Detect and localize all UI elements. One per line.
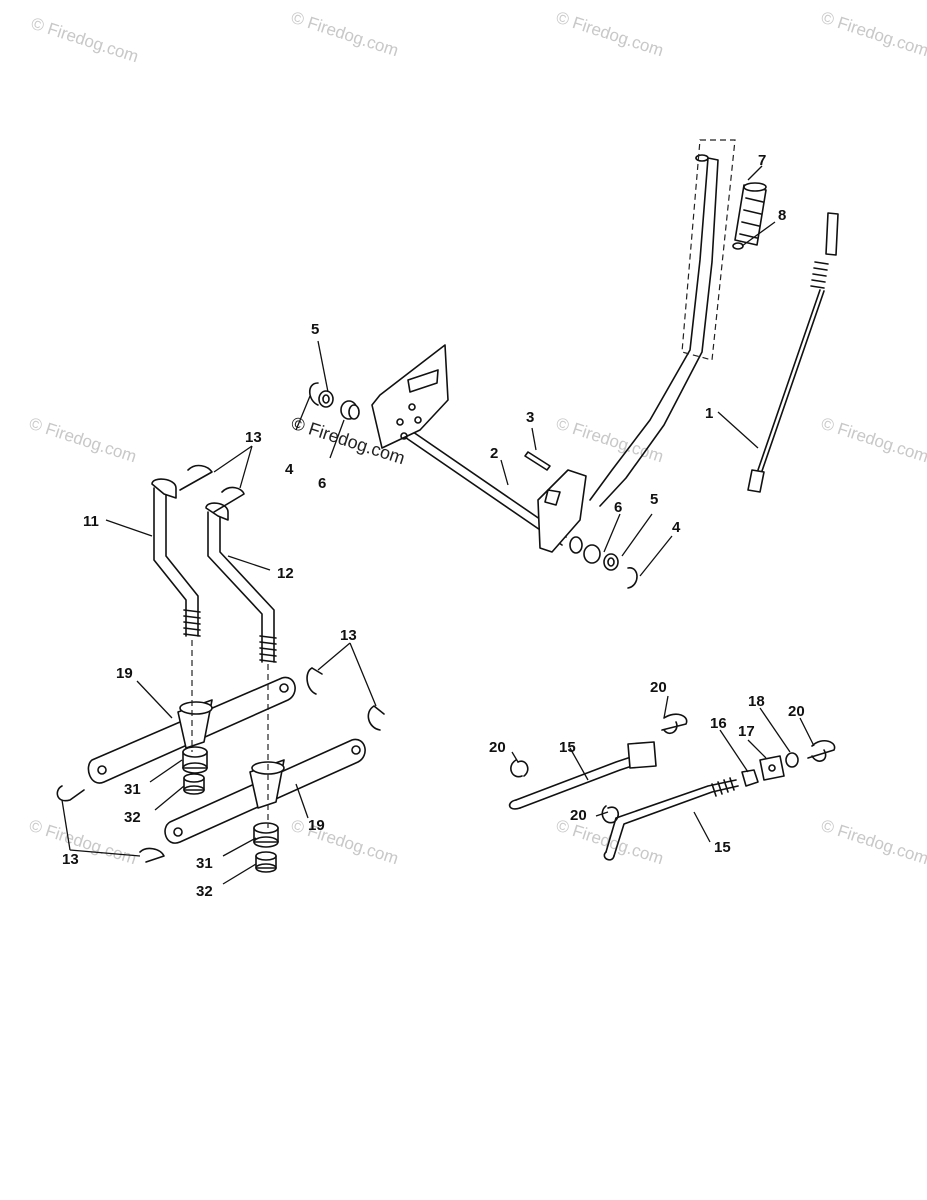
callout-15-upper: 15	[559, 739, 576, 756]
callout-31-lower: 31	[196, 855, 213, 872]
callout-12: 12	[277, 565, 294, 582]
callout-6-right: 6	[614, 499, 622, 516]
trunnion-washer	[785, 752, 799, 768]
bow-clip-top	[661, 713, 688, 735]
link-clip-right	[213, 486, 245, 513]
callout-labels: 7 8 1 2 3 5 4 6 6 5 4 13 11 12 13 19 31 …	[62, 152, 805, 900]
hairpin-clip-upper-right	[306, 667, 323, 695]
left-clip	[308, 382, 319, 406]
watermark: © Firedog.com	[27, 816, 139, 869]
callout-5-right: 5	[650, 491, 658, 508]
callout-13-left: 13	[62, 851, 79, 868]
callout-13-top: 13	[245, 429, 262, 446]
alignment-lines	[191, 640, 269, 828]
arm-bushing-upper	[182, 746, 208, 774]
jam-nut	[741, 769, 759, 787]
watermark: © Firedog.com	[289, 8, 401, 61]
deck-rod-upper	[508, 741, 657, 810]
bow-clip-bottom	[601, 805, 620, 824]
hairpin-clip-bottom	[139, 847, 165, 863]
callout-3: 3	[526, 409, 534, 426]
bow-clip-left	[510, 759, 529, 778]
callout-19-upper: 19	[116, 665, 133, 682]
deck-rod-lower	[603, 777, 739, 861]
callout-17: 17	[738, 723, 755, 740]
callout-13-right: 13	[340, 627, 357, 644]
callout-4-left: 4	[285, 461, 294, 478]
callout-20-right: 20	[788, 703, 805, 720]
callout-20-bottom: 20	[570, 807, 587, 824]
lift-rod	[747, 212, 839, 493]
bow-clip-right	[807, 739, 836, 762]
arm-spacer-upper	[183, 773, 205, 795]
right-washer	[603, 553, 619, 571]
left-bushing	[340, 400, 360, 420]
callout-19-lower: 19	[308, 817, 325, 834]
arm-spacer-lower	[255, 851, 277, 873]
lift-handle-lever	[589, 139, 736, 507]
lift-link-right	[205, 502, 277, 663]
callout-20-top: 20	[650, 679, 667, 696]
callout-11: 11	[83, 513, 99, 530]
watermark: © Firedog.com	[27, 414, 139, 467]
lever-bracket	[537, 469, 587, 553]
callout-32-lower: 32	[196, 883, 213, 900]
callout-15-lower: 15	[714, 839, 731, 856]
callout-32-upper: 32	[124, 809, 141, 826]
callout-8: 8	[778, 207, 786, 224]
right-clip	[627, 567, 638, 589]
clevis-pin	[524, 451, 551, 471]
link-clip-left	[179, 464, 213, 491]
callout-31-upper: 31	[124, 781, 141, 798]
right-bushing	[569, 536, 601, 564]
leader-lines	[61, 165, 815, 885]
callout-4-right: 4	[672, 519, 681, 536]
watermark: © Firedog.com	[29, 14, 141, 67]
left-washer	[318, 390, 334, 408]
watermark: © Firedog.com	[819, 414, 927, 467]
callout-5-left: 5	[311, 321, 319, 338]
callout-1: 1	[705, 405, 713, 422]
hairpin-clip-lower-left	[56, 785, 85, 802]
watermark: © Firedog.com	[819, 8, 927, 61]
hairpin-clip-lower-right	[367, 705, 385, 731]
arm-bushing-lower	[253, 822, 279, 848]
grip-cap	[732, 242, 744, 250]
callout-6-left: 6	[318, 475, 326, 492]
callout-2: 2	[490, 445, 498, 462]
handle-grip	[734, 182, 767, 246]
mounting-plate	[371, 344, 449, 449]
watermark: © Firedog.com	[289, 816, 401, 869]
trunnion-block	[759, 755, 785, 781]
callout-16: 16	[710, 715, 727, 732]
lift-arm-lower	[164, 738, 366, 844]
watermark: © Firedog.com	[819, 816, 927, 869]
watermark: © Firedog.com	[554, 8, 666, 61]
callout-20-left: 20	[489, 739, 506, 756]
lift-link-left	[151, 478, 201, 637]
callout-18: 18	[748, 693, 765, 710]
callout-7: 7	[758, 152, 766, 169]
